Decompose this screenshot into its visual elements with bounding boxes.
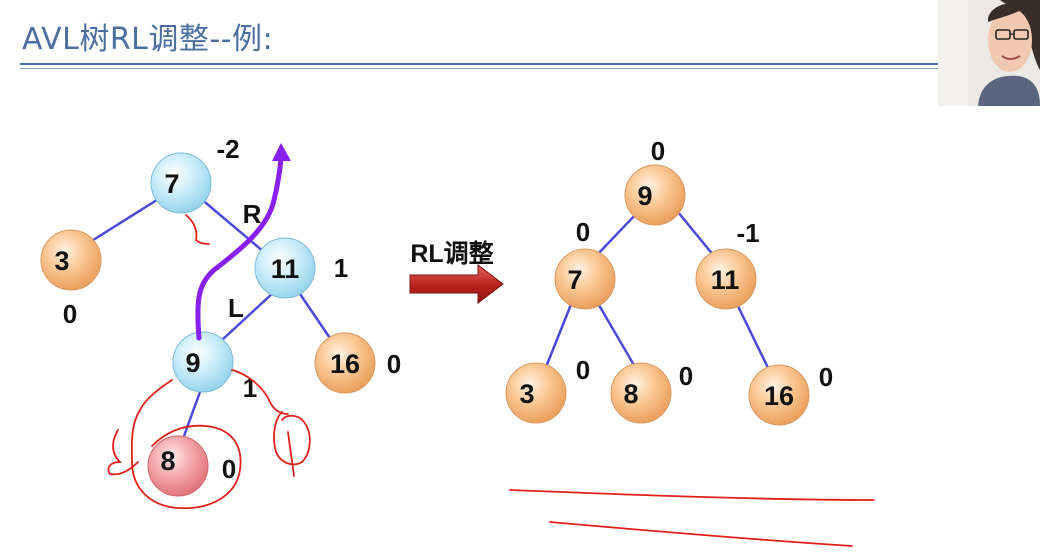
before-edges — [89, 196, 336, 437]
before-node-8: 8 — [147, 435, 209, 497]
before-node-3: 3 — [40, 229, 102, 291]
before-node-3-label: 3 — [54, 246, 69, 276]
red-underline-strokes — [509, 489, 875, 547]
bf-before-11: 1 — [334, 253, 348, 283]
after-node-11: 11 — [695, 248, 757, 310]
before-node-16: 16 — [314, 332, 376, 394]
before-node-16-label: 16 — [330, 349, 360, 379]
bf-before-3: 0 — [63, 299, 77, 329]
edge-11-16 — [298, 293, 336, 345]
before-node-8-label: 8 — [160, 446, 175, 476]
edge-after-9-11 — [677, 211, 715, 257]
after-node-8-label: 8 — [623, 379, 638, 409]
edge-11-9 — [221, 291, 275, 341]
bf-before-16: 0 — [387, 349, 401, 379]
before-node-9: 9 — [172, 331, 234, 393]
edge-label-l: L — [228, 293, 244, 323]
edge-label-r: R — [243, 199, 262, 229]
before-node-7: 7 — [150, 152, 212, 214]
after-node-11-label: 11 — [711, 265, 740, 295]
presenter-webcam — [938, 0, 1040, 106]
after-node-3: 3 — [505, 362, 567, 424]
after-node-9: 9 — [624, 164, 686, 226]
before-node-11-label: 11 — [271, 254, 300, 284]
edge-7-3 — [89, 196, 161, 244]
rl-adjust-arrow — [409, 263, 504, 305]
purple-rotation-arrow — [195, 143, 291, 341]
bf-after-7: 0 — [576, 217, 590, 247]
edge-after-7-8 — [594, 299, 640, 373]
bf-after-9: 0 — [651, 136, 665, 166]
bf-before-7: -2 — [216, 134, 239, 164]
after-node-16-label: 16 — [764, 381, 794, 411]
slide-title: AVL树RL调整--例: — [22, 22, 274, 57]
title-underline — [20, 63, 938, 65]
before-node-7-label: 7 — [164, 169, 179, 199]
bf-after-11: -1 — [736, 218, 759, 248]
red-ink-annotations — [107, 214, 311, 510]
after-edges — [542, 211, 772, 373]
after-node-7-label: 7 — [567, 265, 582, 295]
after-node-3-label: 3 — [519, 379, 534, 409]
edge-after-7-3 — [542, 301, 574, 373]
title-underline-thin — [20, 68, 938, 69]
rl-adjust-label: RL调整 — [410, 240, 493, 268]
bf-before-8: 0 — [222, 454, 236, 484]
after-node-8: 8 — [610, 362, 672, 424]
edge-9-8 — [182, 391, 202, 437]
after-node-7: 7 — [554, 248, 616, 310]
bf-after-3: 0 — [576, 355, 590, 385]
before-node-11: 11 — [254, 237, 316, 299]
edge-7-11 — [199, 197, 265, 253]
after-node-16: 16 — [748, 364, 810, 426]
bf-after-8: 0 — [679, 361, 693, 391]
before-node-9-label: 9 — [185, 348, 200, 378]
edge-after-11-16 — [734, 301, 772, 373]
edge-after-9-7 — [595, 211, 639, 257]
after-node-9-label: 9 — [637, 181, 652, 211]
bf-after-16: 0 — [819, 362, 833, 392]
